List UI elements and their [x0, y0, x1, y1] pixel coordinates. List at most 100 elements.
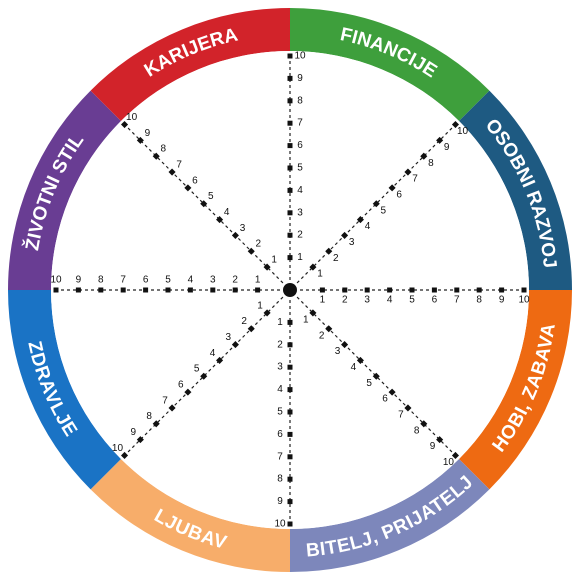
scale-tick-label: 5 [277, 407, 283, 418]
scale-tick [200, 372, 208, 380]
scale-tick [287, 476, 293, 482]
scale-tick [287, 120, 293, 126]
scale-tick [287, 364, 293, 370]
scale-tick [356, 356, 364, 364]
scale-tick-label: 1 [303, 314, 309, 325]
scale-tick-label: 4 [387, 295, 393, 306]
scale-tick [165, 287, 171, 293]
scale-tick [387, 287, 393, 293]
scale-tick [388, 388, 396, 396]
scale-tick [98, 287, 104, 293]
scale-tick-label: 3 [297, 207, 303, 218]
scale-tick [372, 372, 380, 380]
scale-tick-label: 6 [192, 175, 198, 186]
scale-tick [121, 451, 129, 459]
scale-tick [231, 231, 239, 239]
scale-tick-label: 4 [224, 207, 230, 218]
scale-tick-label: 10 [443, 457, 455, 468]
scale-tick [210, 287, 216, 293]
scale-tick [247, 325, 255, 333]
scale-tick-label: 3 [277, 362, 283, 373]
scale-tick [152, 152, 160, 160]
ring-segment [90, 8, 290, 122]
scale-tick [499, 287, 505, 293]
scale-tick-label: 9 [145, 128, 151, 139]
scale-tick-label: 6 [143, 275, 149, 286]
scale-tick-label: 2 [333, 253, 339, 264]
scale-tick-label: 8 [277, 474, 283, 485]
scale-tick [341, 341, 349, 349]
scale-tick [404, 168, 412, 176]
scale-tick-label: 1 [255, 275, 261, 286]
scale-tick-label: 3 [335, 346, 341, 357]
scale-tick-label: 3 [364, 295, 370, 306]
scale-tick-label: 2 [241, 316, 247, 327]
scale-tick-label: 10 [518, 295, 530, 306]
scale-tick [263, 263, 271, 271]
scale-tick-label: 7 [412, 174, 418, 185]
scale-tick [287, 210, 293, 216]
scale-tick [287, 409, 293, 415]
scale-tick [216, 216, 224, 224]
ring-segment [290, 458, 490, 572]
scale-tick-label: 8 [414, 425, 420, 436]
scale-tick [255, 287, 261, 293]
scale-tick-label: 7 [176, 159, 182, 170]
scale-tick [231, 341, 239, 349]
scale-tick-label: 10 [294, 51, 306, 62]
scale-axis-line [296, 124, 456, 284]
scale-tick-label: 5 [165, 275, 171, 286]
scale-tick-label: 4 [277, 384, 283, 395]
scale-tick-label: 7 [398, 410, 404, 421]
outer-ring [8, 8, 572, 572]
scale-tick-label: 8 [98, 275, 104, 286]
scale-tick-label: 9 [430, 441, 436, 452]
scale-tick [420, 420, 428, 428]
scale-tick-label: 1 [297, 252, 303, 263]
scale-tick [287, 342, 293, 348]
center-hub [283, 283, 297, 297]
scale-tick [325, 325, 333, 333]
scale-tick-label: 5 [194, 364, 200, 375]
scale-tick [319, 287, 325, 293]
scale-tick [420, 152, 428, 160]
scale-tick-label: 3 [226, 332, 232, 343]
ring-segment [290, 8, 490, 122]
scale-tick [287, 454, 293, 460]
scale-tick-label: 1 [257, 300, 263, 311]
scale-tick [53, 287, 59, 293]
scale-tick [364, 287, 370, 293]
scale-tick [287, 521, 293, 527]
scale-tick-label: 9 [277, 496, 283, 507]
scale-tick-label: 4 [297, 185, 303, 196]
scale-tick [287, 187, 293, 193]
scale-tick [143, 287, 149, 293]
scale-tick-label: 6 [382, 394, 388, 405]
scale-tick-label: 6 [432, 295, 438, 306]
scale-tick [136, 136, 144, 144]
scale-tick-label: 8 [161, 144, 167, 155]
scale-tick-label: 6 [396, 189, 402, 200]
scale-tick [436, 136, 444, 144]
scale-tick [436, 436, 444, 444]
scale-tick-label: 5 [381, 205, 387, 216]
scale-axis-line [296, 296, 456, 456]
scale-tick [232, 287, 238, 293]
ring-segment [90, 458, 290, 572]
scale-tick-label: 8 [297, 95, 303, 106]
scale-tick [152, 420, 160, 428]
scale-tick-label: 4 [365, 221, 371, 232]
scale-tick-label: 7 [162, 395, 168, 406]
scale-tick-label: 5 [366, 378, 372, 389]
scale-tick [309, 309, 317, 317]
scale-tick-label: 7 [297, 118, 303, 129]
scale-tick [287, 165, 293, 171]
scale-tick [325, 247, 333, 255]
scale-tick-label: 7 [454, 295, 460, 306]
scale-tick-label: 9 [131, 427, 137, 438]
scale-tick [168, 168, 176, 176]
scale-tick-label: 9 [297, 73, 303, 84]
scale-tick [263, 309, 271, 317]
scale-tick-label: 3 [210, 275, 216, 286]
scale-tick [287, 75, 293, 81]
